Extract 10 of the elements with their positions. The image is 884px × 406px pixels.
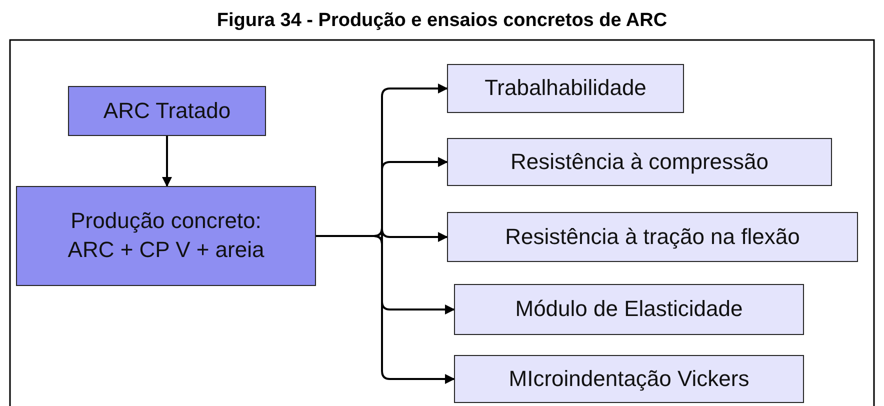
test-box: Resistência à tração na flexão <box>447 212 858 262</box>
arrow <box>162 136 172 187</box>
arrow <box>316 235 455 384</box>
test-box: Resistência à compressão <box>447 138 832 186</box>
process-box: ARC Tratado <box>68 86 266 136</box>
figure-title: Figura 34 - Produção e ensaios concretos de ARC <box>216 10 668 32</box>
process-box: Produção concreto: ARC + CP V + areia <box>16 186 316 286</box>
test-box: Módulo de Elasticidade <box>454 284 804 335</box>
test-box: Trabalhabilidade <box>447 64 684 113</box>
test-box: MIcroindentação Vickers <box>454 355 804 403</box>
